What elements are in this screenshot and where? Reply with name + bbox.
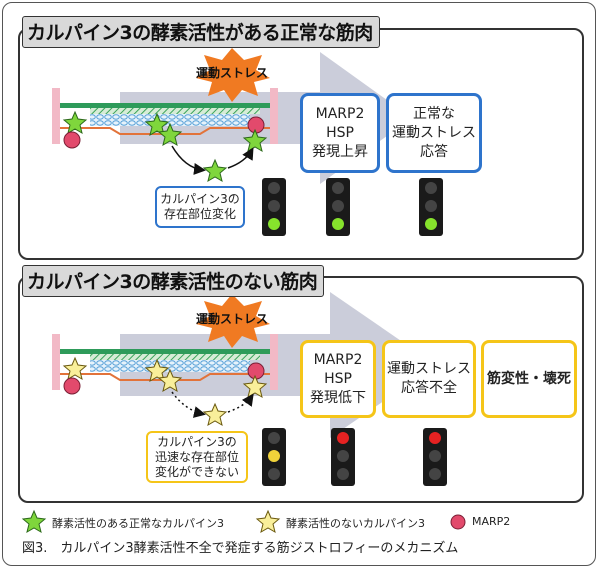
sarcomere-diagram: [52, 88, 278, 144]
legend-active: 酵素活性のある正常なカルパイン3: [52, 517, 224, 530]
stress-burst: [196, 48, 270, 102]
bottom-result-box-2: 運動ストレス 応答不全: [382, 340, 476, 418]
box-line: 迅速な存在部位: [154, 449, 239, 464]
box-line: カルパイン3の: [160, 192, 240, 206]
figure-frame: [2, 2, 596, 566]
active-star-icon: [62, 110, 88, 135]
box-line: HSP: [326, 124, 354, 141]
box-line: 発現低下: [310, 389, 366, 406]
marp2-icon: [450, 514, 466, 530]
box-line: HSP: [324, 370, 352, 387]
legend-inactive: 酵素活性のないカルパイン3: [286, 517, 425, 530]
bottom-panel-title: カルパイン3の酵素活性のない筋肉: [22, 265, 325, 297]
box-line: MARP2: [315, 105, 365, 122]
relocation-arrow: [171, 391, 206, 418]
active-star-icon: [144, 112, 183, 147]
top-result-box-1: MARP2 HSP 発現上昇: [300, 93, 380, 173]
sarcomere-diagram: [52, 334, 278, 390]
legend-marp2: MARP2: [472, 515, 511, 528]
box-line: 応答: [420, 143, 448, 160]
inactive-star-icon: [255, 509, 281, 534]
box-line: 運動ストレス: [392, 124, 476, 141]
marp2-icon: [63, 377, 81, 395]
box-line: 変化ができない: [154, 464, 239, 479]
traffic-light-icon: [423, 428, 447, 486]
top-result-box-2: 正常な 運動ストレス 応答: [386, 93, 482, 173]
box-line: 正常な: [413, 105, 455, 122]
traffic-light-icon: [262, 428, 286, 486]
box-line: 応答不全: [401, 380, 457, 396]
inactive-star-icon: [202, 374, 268, 427]
box-line: MARP2: [313, 351, 363, 368]
box-line: 存在部位変化: [163, 207, 236, 221]
relocation-arrow: [171, 145, 206, 175]
traffic-light-icon: [419, 178, 443, 236]
active-star-icon: [21, 509, 47, 534]
traffic-light-icon: [331, 428, 355, 486]
box-line: 発現上昇: [312, 143, 368, 160]
bottom-result-box-3: 筋変性・壊死: [481, 340, 577, 418]
active-star-icon: [202, 128, 268, 183]
box-line: カルパイン3の: [157, 434, 237, 449]
marp2-icon: [247, 116, 265, 134]
bottom-result-box-1: MARP2 HSP 発現低下: [300, 340, 376, 418]
top-relocation-box: カルパイン3の 存在部位変化: [155, 186, 245, 228]
inactive-star-icon: [144, 358, 183, 393]
traffic-light-icon: [326, 178, 350, 236]
marp2-icon: [63, 131, 81, 149]
box-line: 運動ストレス: [387, 361, 471, 377]
relocation-arrow: [227, 147, 254, 169]
figure-caption: 図3. カルパイン3酵素活性不全で発症する筋ジストロフィーのメカニズム: [22, 541, 459, 556]
stress-label: 運動ストレス: [196, 65, 268, 80]
traffic-light-icon: [262, 178, 286, 236]
stress-label: 運動ストレス: [196, 311, 268, 326]
box-line: 筋変性・壊死: [487, 370, 571, 387]
inactive-star-icon: [62, 356, 88, 381]
top-panel-title: カルパイン3の酵素活性がある正常な筋肉: [22, 16, 380, 48]
bottom-relocation-box: カルパイン3の 迅速な存在部位 変化ができない: [146, 431, 248, 483]
stress-burst: [196, 294, 270, 348]
relocation-arrow: [227, 393, 254, 413]
